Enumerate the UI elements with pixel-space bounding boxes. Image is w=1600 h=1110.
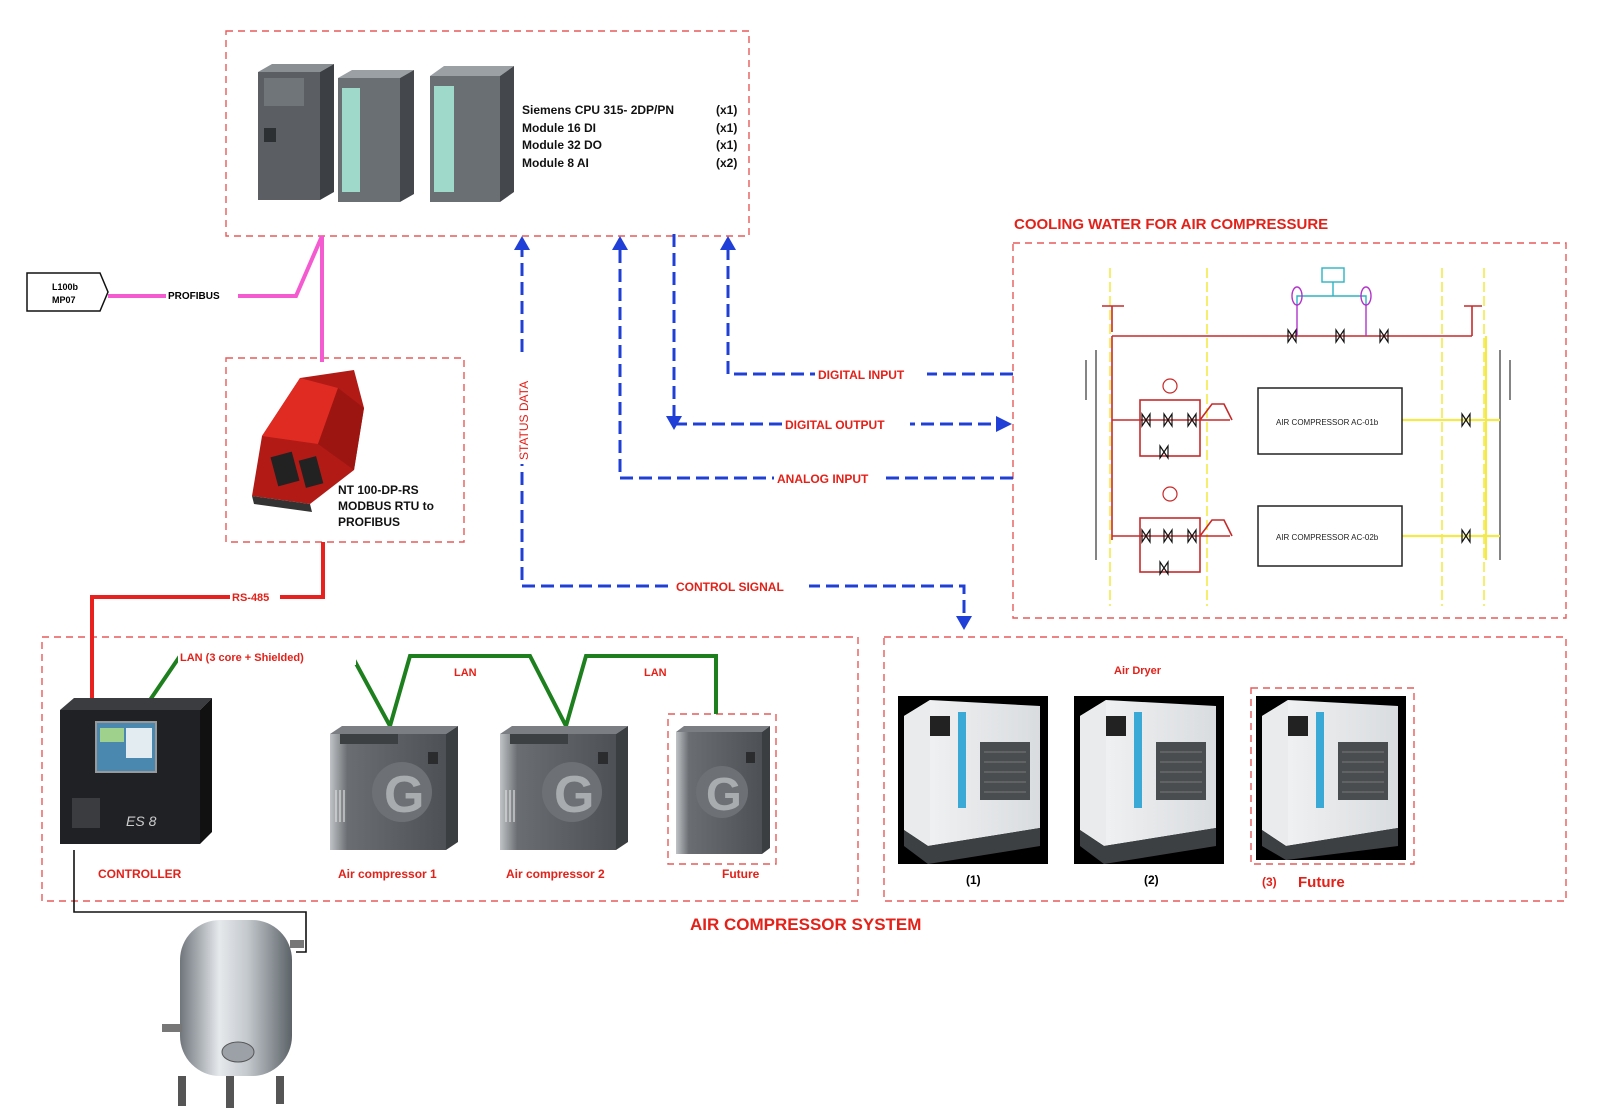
cooling-compressor-b-label: AIR COMPRESSOR AC-01b: [1276, 418, 1379, 427]
plc-item-qty: (x1): [716, 103, 737, 117]
plc-box: [225, 30, 750, 237]
plc-item-qty: (x1): [716, 138, 737, 152]
plc-item-name: Siemens CPU 315- 2DP/PN: [522, 103, 674, 117]
plc-item-name: Module 32 DO: [522, 138, 602, 152]
signal-lines: [520, 234, 1013, 622]
gateway-line1: NT 100-DP-RS: [338, 483, 419, 497]
profibus-label: PROFIBUS: [168, 291, 220, 302]
air-receiver-tank: [162, 920, 304, 1108]
rs485-label: RS-485: [232, 592, 269, 604]
cooling-compressor-b-block: [1257, 387, 1403, 455]
cooling-water-schematic: [1085, 267, 1511, 606]
air-compressor-2-label: Air compressor 2: [506, 867, 605, 881]
gateway-box: [225, 357, 465, 543]
controller-label: CONTROLLER: [98, 867, 182, 881]
air-dryer-1: [898, 696, 1048, 864]
lan-label-3: LAN: [644, 667, 667, 679]
plc-module-list: Siemens CPU 315- 2DP/PN (x1) Module 16 D…: [522, 103, 737, 170]
air-compressor-system-title: AIR COMPRESSOR SYSTEM: [690, 915, 921, 934]
cooling-compressor-a-block: [1257, 505, 1403, 567]
analog-input-line: [618, 244, 1013, 480]
future-dryer-label: Future: [1298, 874, 1345, 891]
air-dryer-1-label: (1): [966, 873, 981, 887]
plc-item-qty: (x2): [716, 156, 737, 170]
signal-arrowheads: [514, 236, 1012, 630]
air-compressor-2: G: [500, 726, 628, 850]
svg-text:G: G: [706, 768, 742, 820]
gateway-line2: MODBUS RTU to: [338, 499, 434, 513]
lan-link: [148, 654, 718, 732]
plc-item-qty: (x1): [716, 121, 737, 135]
lan-label-2: LAN: [454, 667, 477, 679]
future-air-compressor: G: [676, 726, 770, 854]
air-compressor-1: G: [330, 726, 458, 850]
future-dryer-number: (3): [1262, 875, 1277, 889]
svg-text:G: G: [554, 766, 594, 824]
air-dryer-title: Air Dryer: [1114, 665, 1162, 677]
future-dryer-box: [1250, 687, 1415, 865]
digital-output-label: DIGITAL OUTPUT: [785, 418, 885, 432]
air-dryer-2-label: (2): [1144, 873, 1159, 887]
digital-input-line: [726, 244, 1013, 376]
plc-item-name: Module 8 AI: [522, 156, 589, 170]
plc-do-module: [430, 66, 514, 202]
plc-di-module: [338, 70, 414, 202]
gateway-line3: PROFIBUS: [338, 515, 400, 529]
digital-output-line: [672, 234, 996, 426]
rs485-link: [90, 542, 325, 702]
future-compressor-box: [667, 713, 777, 865]
status-data-line: [520, 244, 966, 622]
analog-input-label: ANALOG INPUT: [777, 472, 869, 486]
cooling-water-box: [1012, 242, 1567, 619]
lan-label-1: LAN (3 core + Shielded): [180, 652, 304, 664]
future-air-dryer: [1256, 696, 1406, 860]
control-signal-label: CONTROL SIGNAL: [676, 580, 784, 594]
plc-cpu-module: [258, 64, 334, 200]
hmi-panel-tag[interactable]: L100b MP07: [26, 272, 109, 312]
cooling-compressor-a-label: AIR COMPRESSOR AC-02b: [1276, 533, 1379, 542]
svg-text:ES 8: ES 8: [126, 813, 157, 829]
air-receiver-tank-line: [73, 850, 307, 953]
hmi-line1: L100b: [52, 282, 79, 292]
controller-device: ES 8: [60, 698, 212, 844]
future-compressor-label: Future: [722, 867, 760, 881]
hmi-line2: MP07: [52, 295, 76, 305]
air-dryer-2: [1074, 696, 1224, 864]
digital-input-label: DIGITAL INPUT: [818, 368, 905, 382]
air-dryer-box: [883, 636, 1567, 902]
plc-item-name: Module 16 DI: [522, 121, 596, 135]
modbus-gateway-device: [252, 370, 364, 512]
air-compressor-1-label: Air compressor 1: [338, 867, 437, 881]
cooling-water-title: COOLING WATER FOR AIR COMPRESSURE: [1014, 216, 1328, 233]
svg-text:G: G: [384, 766, 424, 824]
status-data-label: STATUS DATA: [517, 381, 531, 460]
air-compressor-system-box: [41, 636, 859, 902]
